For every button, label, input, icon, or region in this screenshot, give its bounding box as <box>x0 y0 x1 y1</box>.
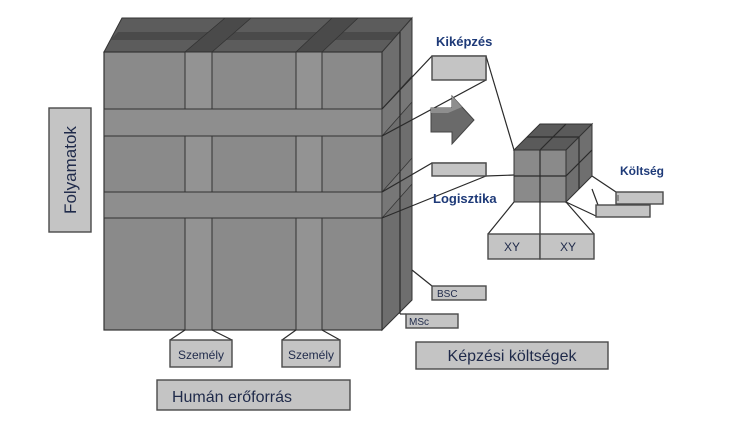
column-band-1 <box>184 51 213 331</box>
msc-label: MSc <box>409 317 429 328</box>
human-resources-label: Humán erőforrás <box>172 389 292 406</box>
proj-person-1-left <box>169 329 186 341</box>
big-cube <box>103 16 413 332</box>
person-box-2 <box>281 339 341 368</box>
cost-box-lower <box>595 204 651 218</box>
bsc-label: BSC <box>437 289 458 300</box>
logistics-label: Logisztika <box>433 191 497 206</box>
person-label-2: Személy <box>288 348 334 362</box>
proj-mid-to-cube <box>485 174 515 177</box>
person-box-1 <box>169 339 233 368</box>
slice-box-middle <box>431 162 487 177</box>
big-cube-front-face <box>103 51 383 331</box>
training-costs-box <box>415 341 609 370</box>
proj-person-1-right <box>211 329 233 341</box>
small-cube <box>487 122 617 235</box>
arrow-icon <box>430 94 475 146</box>
proj-person-2-right <box>321 329 341 341</box>
cost-box-upper <box>615 191 664 205</box>
training-costs-label: Képzési költségek <box>448 348 578 365</box>
human-resources-box <box>156 379 351 411</box>
msc-box <box>405 313 459 329</box>
bsc-box <box>431 285 487 301</box>
processes-box <box>48 107 92 233</box>
proj-to-bsc <box>411 269 433 287</box>
proj-person-2-left <box>281 329 297 341</box>
proj-top-to-cube <box>485 55 515 151</box>
training-label: Kiképzés <box>436 34 492 49</box>
big-cube-top-stripe <box>110 32 412 40</box>
processes-label: Folyamatok <box>61 126 80 214</box>
row-band-2 <box>103 191 383 219</box>
xy-box-2 <box>539 233 595 260</box>
xy-label-2: XY <box>560 240 576 254</box>
slice-box-top <box>431 55 487 81</box>
cost-label: Költség <box>620 164 664 178</box>
person-label-1: Személy <box>178 348 224 362</box>
row-band-1 <box>103 108 383 137</box>
xy-label-1: XY <box>504 240 520 254</box>
row-band-2-side <box>381 156 413 220</box>
column-band-2 <box>295 51 323 331</box>
